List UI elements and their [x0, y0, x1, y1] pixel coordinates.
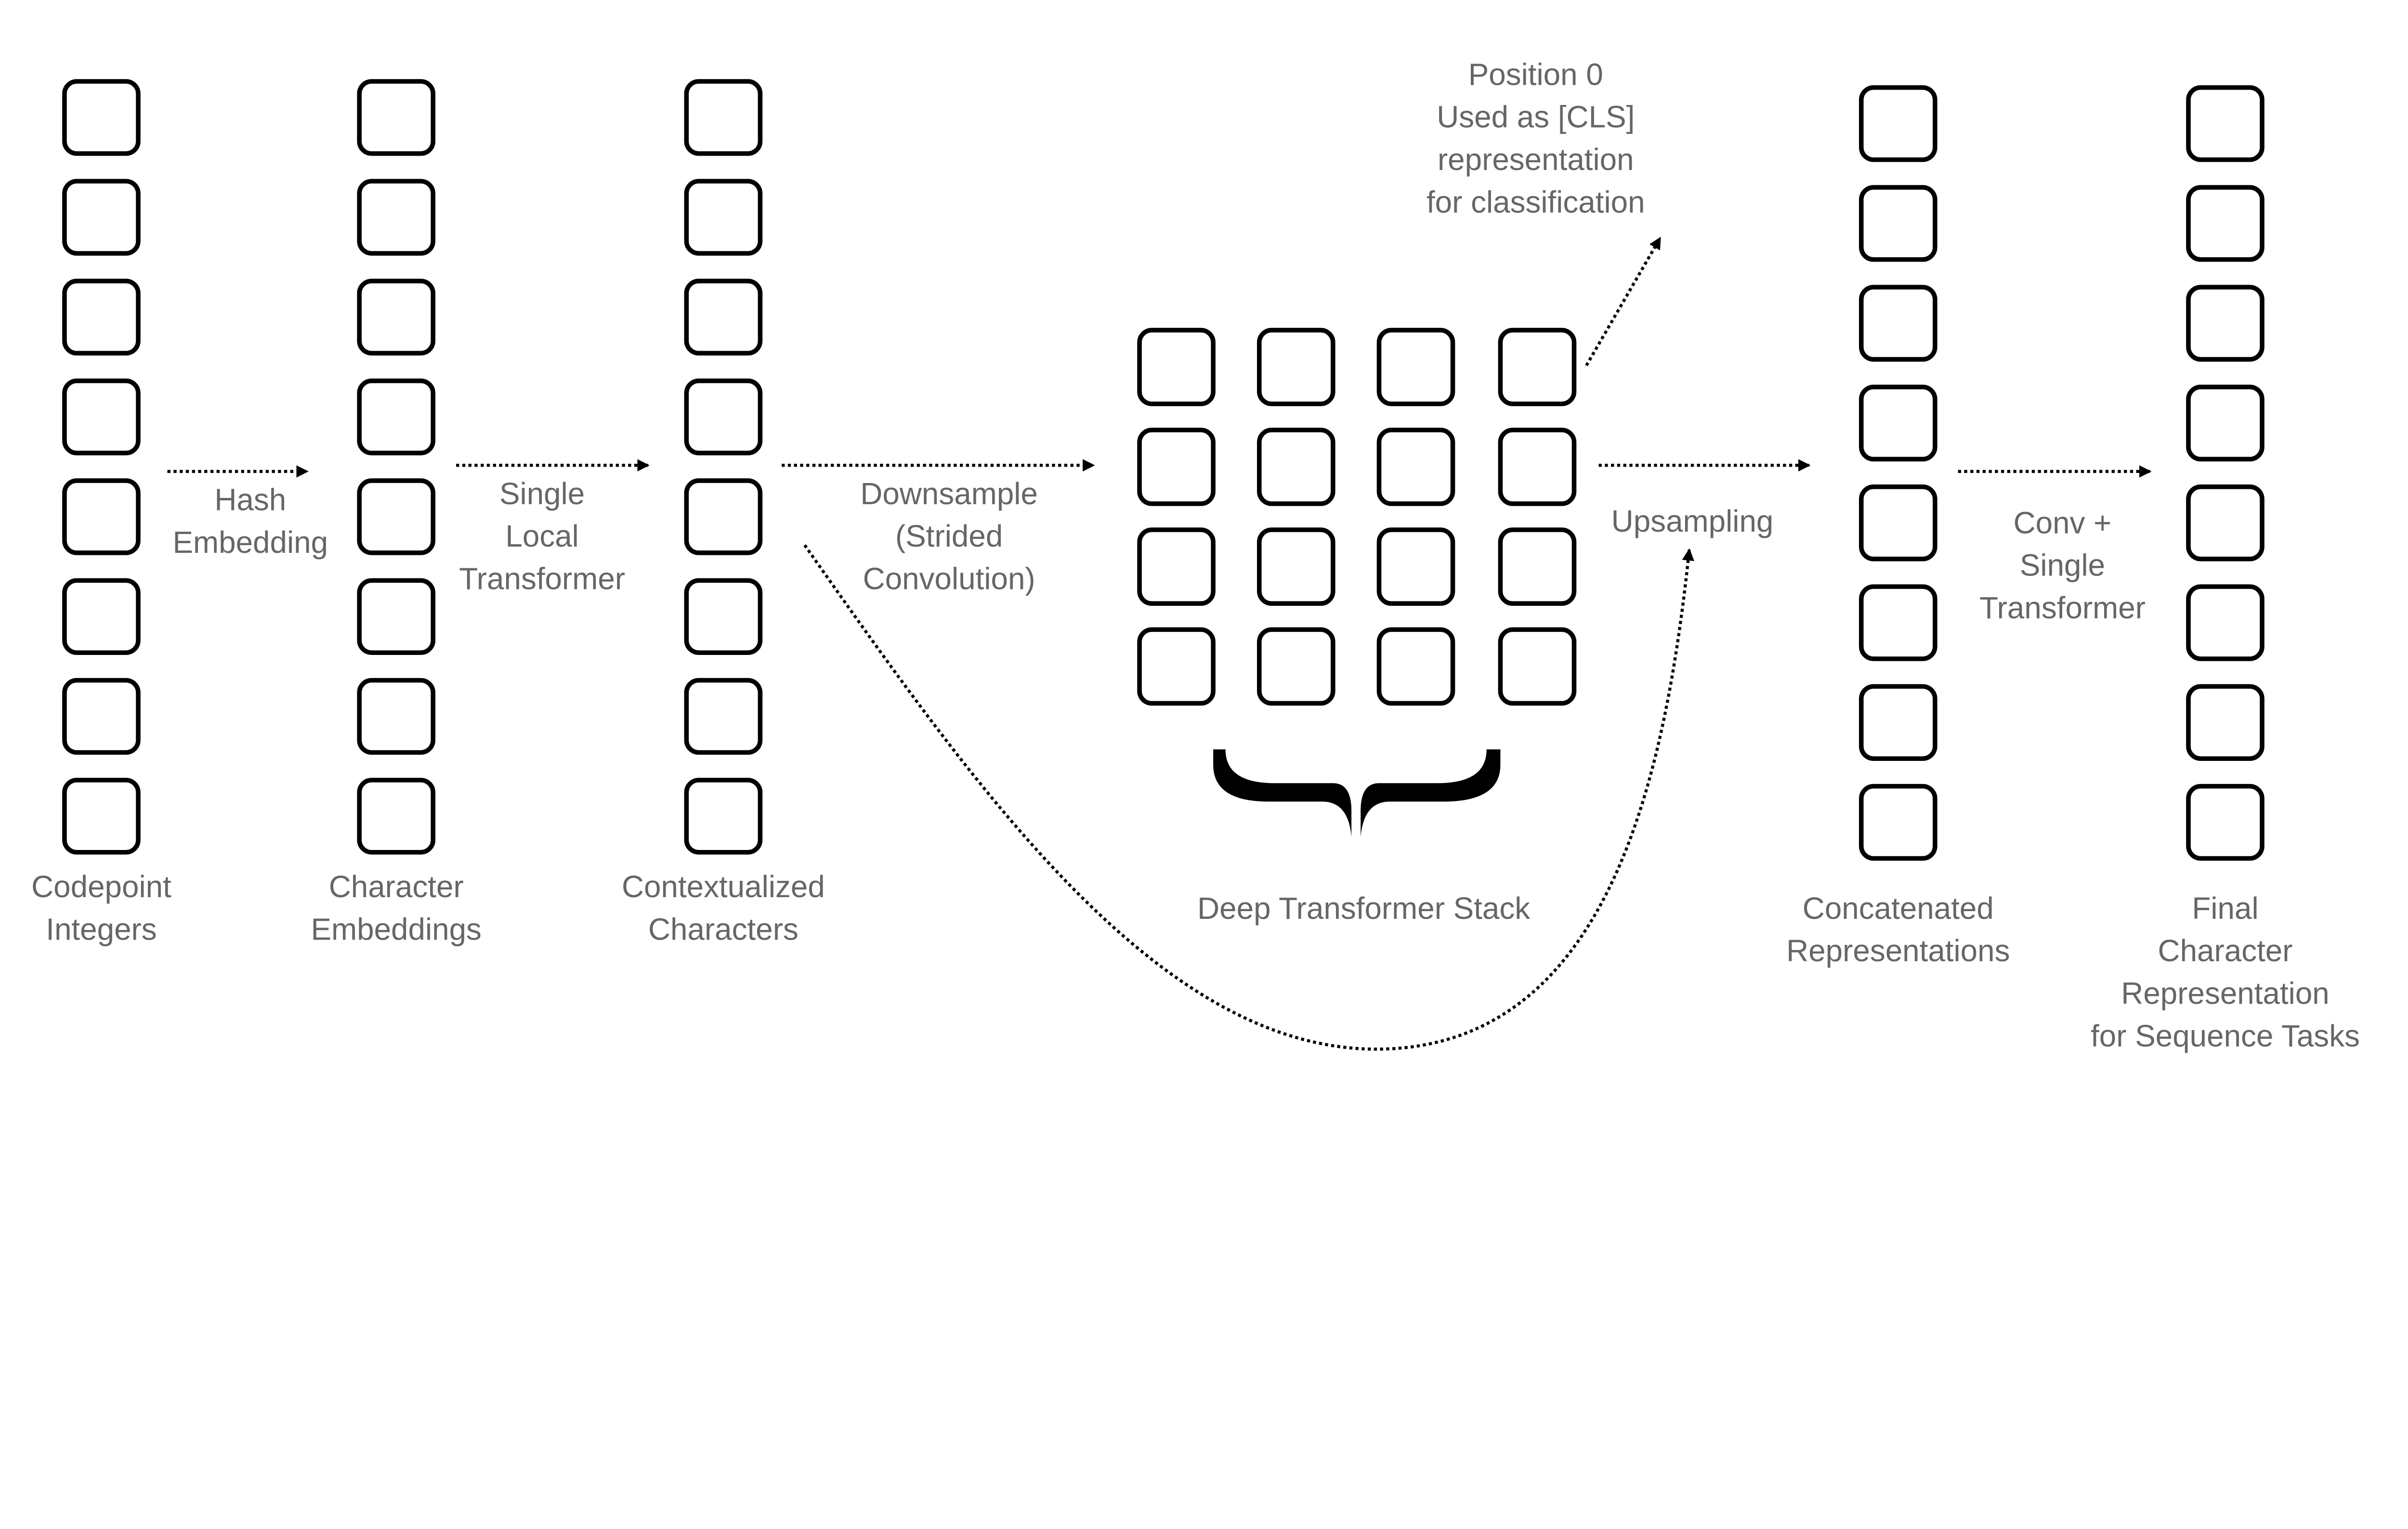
conv-single-transformer-label: Transformer: [1979, 590, 2146, 625]
downsample-label: (Strided: [895, 519, 1003, 553]
char-embedding-box: [357, 379, 436, 456]
curly-brace-icon: [1213, 749, 1501, 837]
final-representation-label: Character: [2158, 933, 2293, 968]
cls-position-label: for classification: [1426, 184, 1645, 219]
char-embedding-box: [357, 678, 436, 755]
cls-position-label: Used as [CLS]: [1437, 100, 1635, 134]
char-embedding-box: [357, 278, 436, 356]
final-rep-box: [2186, 584, 2264, 661]
codepoint-box: [62, 578, 141, 655]
concatenated-box: [1859, 584, 1937, 661]
canine-architecture-diagram: CodepointIntegersCharacterEmbeddingsCont…: [31, 57, 2360, 1053]
contextualized-characters-label: Contextualized: [622, 869, 825, 904]
codepoint-box: [62, 79, 141, 156]
conv-single-transformer-label: Single: [2020, 548, 2105, 583]
final-rep-box: [2186, 684, 2264, 761]
concatenated-box: [1859, 185, 1937, 262]
deep-stack-box: [1498, 327, 1577, 406]
char-embedding-box: [357, 578, 436, 655]
final-rep-box: [2186, 384, 2264, 462]
cls-arrow: [1585, 236, 1662, 366]
downsample-label: Downsample: [860, 476, 1038, 511]
conv-single-transformer-label: Conv +: [2014, 505, 2112, 540]
char-embedding-box: [357, 179, 436, 256]
concatenated-box: [1859, 85, 1937, 162]
cls-position-label: representation: [1438, 142, 1634, 177]
single-local-transformer-label: Single: [499, 476, 585, 511]
codepoint-box: [62, 778, 141, 855]
contextualized-box: [684, 79, 763, 156]
contextualized-box: [684, 478, 763, 555]
deep-stack-box: [1257, 527, 1335, 606]
cls-position-label: Position 0: [1468, 57, 1603, 91]
concatenated-box: [1859, 384, 1937, 462]
deep-stack-box: [1376, 527, 1455, 606]
codepoint-box: [62, 478, 141, 555]
final-rep-box: [2186, 85, 2264, 162]
deep-stack-box: [1257, 327, 1335, 406]
deep-stack-box: [1137, 527, 1216, 606]
contextualized-characters-label: Characters: [648, 912, 798, 946]
final-representation-label: Final: [2192, 891, 2258, 926]
downsample-label: Convolution): [863, 561, 1035, 596]
char-embedding-box: [357, 79, 436, 156]
deep-stack-box: [1376, 627, 1455, 706]
concatenated-box: [1859, 684, 1937, 761]
concatenated-representations-label: Concatenated: [1803, 891, 1994, 926]
contextualized-box: [684, 578, 763, 655]
codepoint-box: [62, 179, 141, 256]
final-rep-box: [2186, 285, 2264, 362]
hash-embedding-label: Hash: [214, 483, 286, 517]
concatenated-representations-label: Representations: [1786, 933, 2010, 968]
deep-stack-box: [1498, 627, 1577, 706]
final-rep-box: [2186, 185, 2264, 262]
single-local-transformer-label: Transformer: [459, 561, 625, 596]
codepoint-box: [62, 379, 141, 456]
character-embeddings-label: Character: [329, 869, 464, 904]
final-representation-label: for Sequence Tasks: [2091, 1019, 2360, 1053]
contextualized-box: [684, 179, 763, 256]
final-representation-label: Representation: [2121, 976, 2329, 1010]
deep-stack-box: [1257, 627, 1335, 706]
residual-skip-arrow: [803, 544, 1694, 1051]
deep-stack-box: [1137, 428, 1216, 506]
deep-stack-box: [1498, 428, 1577, 506]
character-embeddings-label: Embeddings: [311, 912, 481, 946]
deep-stack-box: [1137, 327, 1216, 406]
deep-stack-box: [1498, 527, 1577, 606]
concatenated-box: [1859, 285, 1937, 362]
codepoint-integers-label: Codepoint: [31, 869, 171, 904]
deep-transformer-stack-label: Deep Transformer Stack: [1197, 891, 1530, 926]
contextualized-box: [684, 678, 763, 755]
hash-embedding-label: Embedding: [172, 525, 328, 560]
codepoint-box: [62, 278, 141, 356]
deep-stack-box: [1257, 428, 1335, 506]
contextualized-box: [684, 278, 763, 356]
final-rep-box: [2186, 784, 2264, 861]
final-rep-box: [2186, 484, 2264, 562]
char-embedding-box: [357, 478, 436, 555]
codepoint-integers-label: Integers: [46, 912, 157, 946]
deep-stack-box: [1376, 327, 1455, 406]
single-local-transformer-label: Local: [505, 519, 578, 553]
codepoint-box: [62, 678, 141, 755]
char-embedding-box: [357, 778, 436, 855]
deep-stack-box: [1137, 627, 1216, 706]
contextualized-box: [684, 778, 763, 855]
concatenated-box: [1859, 484, 1937, 562]
deep-stack-box: [1376, 428, 1455, 506]
contextualized-box: [684, 379, 763, 456]
concatenated-box: [1859, 784, 1937, 861]
upsampling-label: Upsampling: [1611, 504, 1774, 538]
